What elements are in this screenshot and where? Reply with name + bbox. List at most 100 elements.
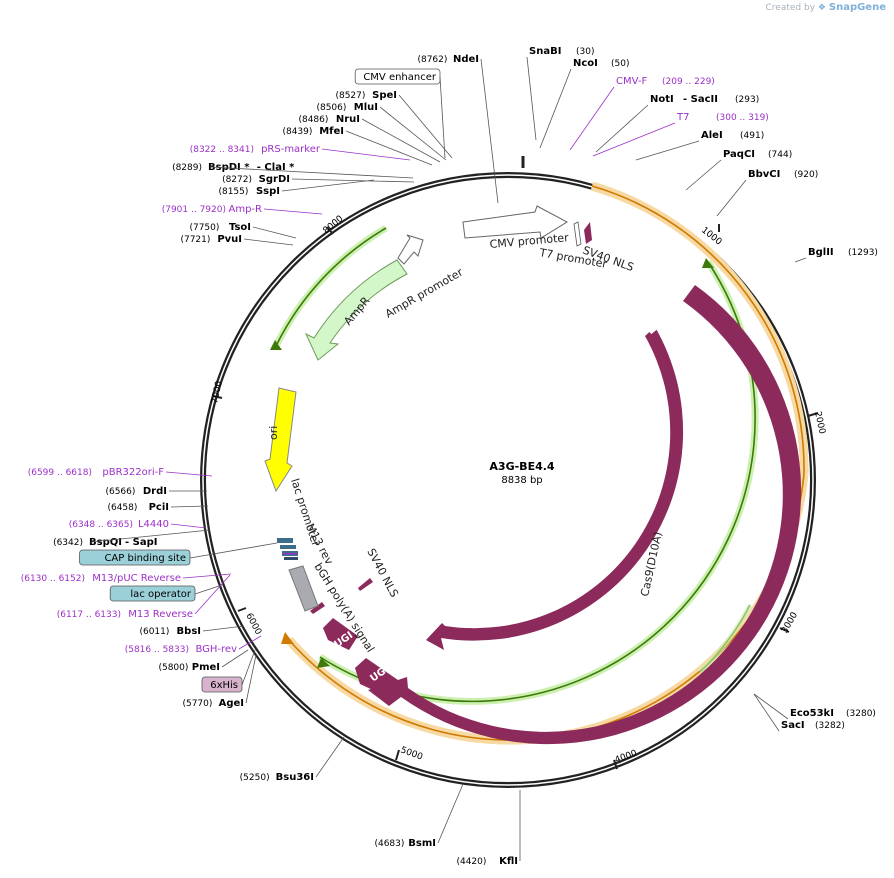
site-ncoi: NcoI(50): [573, 58, 629, 69]
site-leader-line: [526, 56, 537, 141]
site-name: BglII: [808, 247, 834, 258]
site-leader-line: [291, 178, 415, 183]
site-name: M13/pUC Reverse: [92, 573, 181, 584]
site-name: BspDI *: [208, 162, 250, 173]
site-position: (8762): [417, 55, 447, 65]
feature-label-ori: ori: [267, 426, 280, 440]
site-name: M13 Reverse: [128, 609, 193, 620]
site-name: BGH-rev: [195, 644, 237, 655]
cas9-feature: [368, 285, 802, 745]
tick-mark: [237, 607, 247, 612]
site-pbr322ori-f: pBR322ori-F(6599 .. 6618): [28, 467, 165, 478]
site-position: (7721): [180, 235, 210, 245]
site-name: pRS-marker: [261, 144, 321, 155]
t7-promoter-feature: [573, 221, 582, 247]
site-lac-operator: lac operator: [109, 585, 196, 602]
site-leader-line: [243, 238, 294, 246]
site-leader-line: [437, 783, 464, 844]
cmv-promoter-feature: [462, 205, 569, 239]
site-kfli: KflI(4420): [456, 856, 518, 867]
site-leader-line: [202, 625, 245, 632]
site-name: PaqCI: [723, 149, 755, 160]
site-position: (7750): [189, 223, 219, 233]
site-cmv-enhancer: CMV enhancer: [354, 68, 441, 85]
bgh-polya-feature: [288, 565, 319, 612]
site-leader-line: [245, 654, 257, 704]
site-position: (3282): [815, 721, 845, 731]
site-name: CMV enhancer: [363, 72, 437, 83]
site-name: SspI: [256, 186, 280, 197]
site-position: (6348 .. 6365): [69, 520, 133, 530]
tick-label: 5000: [399, 745, 424, 762]
site-bbsi: BbsI (6011): [139, 626, 201, 637]
sv40-nls-inner-feature: [358, 578, 373, 591]
site-position: (300 .. 319): [716, 113, 769, 123]
site-leader-line: [595, 104, 649, 153]
site-leader-line: [263, 208, 323, 215]
tick-label: 2000: [812, 411, 827, 436]
site-paqci: PaqCI (744): [723, 149, 792, 160]
site-name: Bsu36I: [276, 772, 314, 783]
site-name: CMV-F: [616, 76, 647, 87]
site-leader-line: [90, 529, 211, 543]
site-alt-name: - SapI: [125, 537, 157, 548]
site-eco53ki: Eco53kI(3280): [790, 708, 876, 719]
site-leader-line: [439, 76, 446, 159]
site-leader-line: [794, 257, 807, 263]
site-position: (6011): [139, 627, 169, 637]
snapgene-watermark: Created by ❖ SnapGene: [766, 2, 886, 13]
site-name: BbsI: [177, 626, 201, 637]
site-leader-line: [379, 106, 447, 161]
site-name: BbvCI: [748, 169, 780, 180]
site-position: (8527): [335, 91, 365, 101]
ampr-promoter-feature: [397, 234, 424, 265]
site-name: TsoI: [229, 222, 251, 233]
site-position: (6599 .. 6618): [28, 468, 92, 478]
site-nrui: NruI(8486): [298, 114, 360, 125]
lac-promoter-feature: [277, 538, 298, 560]
site-alei: AleI(491): [701, 130, 764, 141]
site-bspdi: BspDI *- ClaI *(8289): [172, 162, 295, 173]
site-position: (30): [576, 47, 594, 57]
tick-mark: [613, 759, 618, 770]
site-position: (5816 .. 5833): [125, 645, 189, 655]
site-leader-line: [685, 159, 722, 191]
sv40-nls-top-feature: [584, 222, 592, 244]
site-leader-line: [241, 649, 256, 686]
site-spei: SpeI(8527): [335, 90, 397, 101]
site-alt-name: - SacII: [683, 94, 718, 105]
site-leader-line: [635, 140, 700, 161]
site-name: lac operator: [130, 589, 191, 600]
site-ndei: NdeI (8762): [417, 54, 479, 65]
site-position: (491): [740, 131, 764, 141]
site-leader-line: [315, 736, 345, 778]
site-pcii: PciI(6458): [107, 502, 169, 513]
site-bgh-rev: BGH-rev (5816 .. 5833): [125, 644, 237, 655]
site-leader-line: [194, 574, 231, 615]
site-name: NdeI: [453, 54, 479, 65]
feature-label-cas9: Cas9: [711, 596, 731, 623]
site-position: (744): [768, 150, 792, 160]
site-leader-line: [165, 471, 213, 477]
site-name: MluI: [354, 102, 378, 113]
site-position: (4420): [456, 857, 486, 867]
site-position: (293): [735, 95, 759, 105]
site-leader-line: [321, 148, 411, 161]
feature-label-sv40-nls: SV40 NLS: [364, 546, 401, 599]
site-amp-r: Amp-R(7901 .. 7920): [162, 204, 262, 215]
site-alt-name: - ClaI *: [257, 162, 295, 173]
tick-mark: [326, 226, 334, 235]
ori-feature: [264, 387, 297, 493]
site-name: AgeI: [219, 698, 244, 709]
site-position: (8272): [222, 175, 252, 185]
site-prs-marker: pRS-marker(8322 .. 8341): [190, 144, 321, 155]
site-name: T7: [676, 112, 689, 123]
site-drdi: DrdI(6566): [105, 486, 167, 497]
site-position: (5250): [240, 773, 270, 783]
site-agei: AgeI(5770): [182, 698, 244, 709]
site-name: SacI: [781, 720, 805, 731]
site-position: (6566): [105, 487, 135, 497]
site-name: 6xHis: [210, 680, 238, 691]
site-position: (6117 .. 6133): [57, 610, 121, 620]
site-name: SgrDI: [259, 174, 290, 185]
